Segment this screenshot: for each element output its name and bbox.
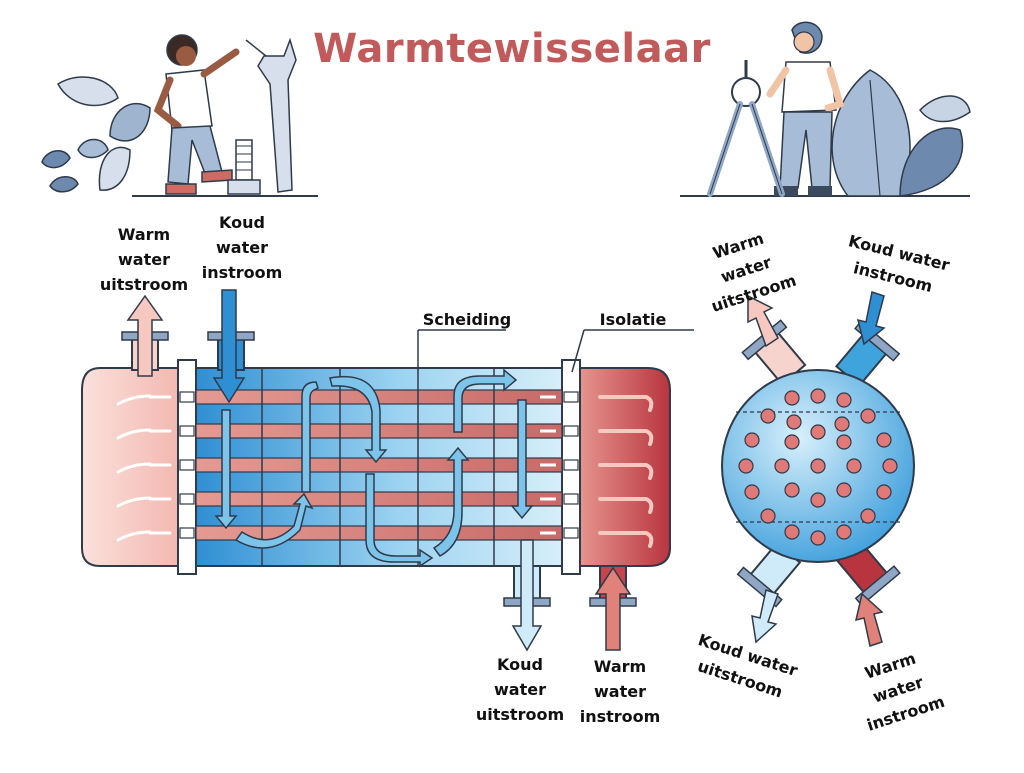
warm-outflow-arrows bbox=[116, 394, 172, 542]
cs-warm-outflow-arrow bbox=[747, 294, 779, 348]
person-wrench-illustration bbox=[41, 34, 318, 197]
cs-cold-outflow-arrow bbox=[751, 589, 779, 644]
cold-inflow-arrow bbox=[212, 289, 246, 404]
cs-warm-inflow-arrow bbox=[854, 592, 884, 647]
baffles bbox=[261, 368, 495, 566]
person-compass-illustration bbox=[680, 21, 971, 197]
label-scheiding: Scheiding bbox=[422, 310, 512, 329]
cs-cold-inflow-arrow bbox=[856, 291, 886, 346]
cold-outflow-arrow bbox=[511, 539, 543, 652]
warm-inflow-arrows bbox=[598, 395, 654, 548]
label-isolatie: Isolatie bbox=[599, 310, 667, 329]
warm-inflow-arrow bbox=[594, 566, 632, 651]
leaf-icon bbox=[41, 76, 151, 193]
cold-flow-arrows bbox=[214, 368, 534, 568]
cross-section bbox=[721, 291, 915, 647]
warm-outflow-arrow bbox=[126, 294, 164, 377]
shell-and-tube-exchanger bbox=[81, 289, 694, 652]
leaf-icon bbox=[831, 69, 971, 197]
page-title: Warmtewisselaar bbox=[313, 26, 711, 72]
